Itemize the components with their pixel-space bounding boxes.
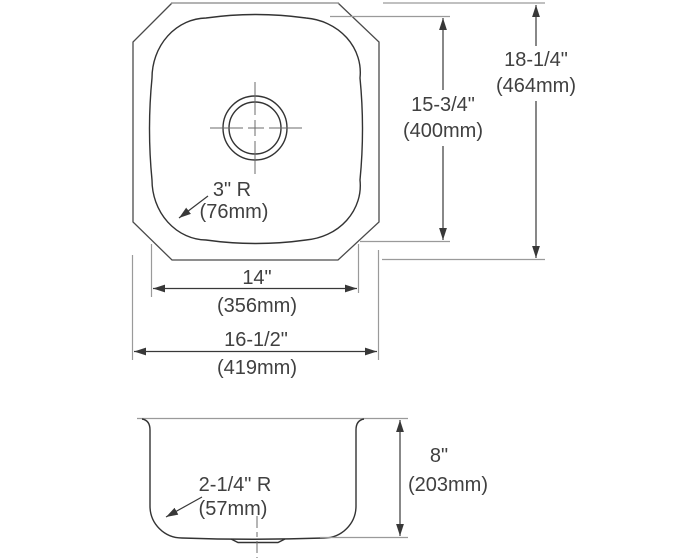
overall-front-to-back-label: 18-1/4" [504,49,568,71]
bowl-front-to-back-label-mm: (400mm) [403,120,483,142]
bottom-radius-leader-arrow [165,496,203,518]
overall-width-label: 16-1/2" [224,329,288,351]
bottom-radius-label: 2-1/4" R [199,474,272,496]
sink-rim-outline [132,2,380,261]
bowl-front-to-back-label: 15-3/4" [411,94,475,116]
bottom-radius-label-mm: (57mm) [199,498,268,520]
bowl-width-label-mm: (356mm) [217,295,297,317]
overall-front-to-back-label-mm: (464mm) [496,75,576,97]
bowl-profile [141,418,365,540]
bottom-radius-callout: 2-1/4" R (57mm) [165,474,272,520]
bowl-outline [148,13,364,245]
bowl-front-to-back-dimension: 15-3/4" (400mm) [330,15,483,243]
corner-radius-leader-arrow [178,195,209,219]
bowl-width-label: 14" [242,267,271,289]
bowl-depth-label: 8" [430,445,448,467]
overall-width-label-mm: (419mm) [217,357,297,379]
overall-front-to-back-dimension: 18-1/4" (464mm) [382,2,576,261]
side-view: 2-1/4" R (57mm) 8" (203mm) [137,417,488,558]
drain-boss [230,538,286,544]
drain [210,82,302,174]
corner-radius-label: 3" R [213,179,251,201]
overall-width-dimension: 16-1/2" (419mm) [131,250,380,379]
bowl-depth-label-mm: (203mm) [408,474,488,496]
top-view: 3" R (76mm) 15-3/4" (400mm) 18-1/4" (464… [131,2,576,379]
bowl-depth-dimension: 8" (203mm) [320,420,488,539]
corner-radius-label-mm: (76mm) [200,201,269,223]
bowl-width-dimension: 14" (356mm) [150,244,360,317]
corner-radius-callout: 3" R (76mm) [178,179,269,223]
